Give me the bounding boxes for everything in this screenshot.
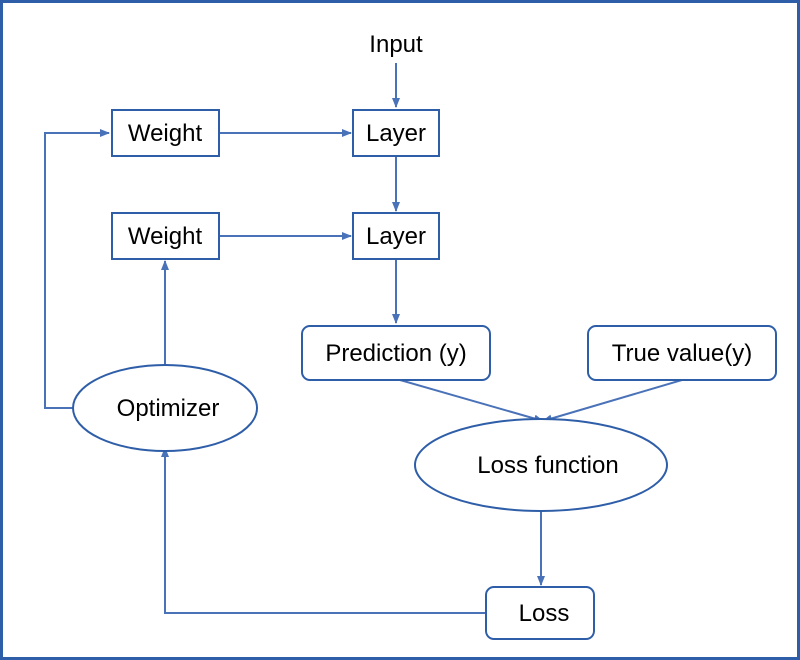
node-layer-2: Layer [352,212,440,260]
node-optimizer-label: Optimizer [117,395,220,422]
node-input: Input [369,31,423,58]
edges [44,63,683,614]
edge-optimizer-to-weight-1 [44,129,110,409]
node-prediction: Prediction (y) [301,325,491,381]
node-weight-2: Weight [111,212,220,260]
node-layer-2-label: Layer [366,223,426,250]
node-layer-1-label: Layer [366,120,426,147]
edge-true-value-to-loss-function [542,379,683,423]
node-true-value: True value(y) [587,325,777,381]
node-loss: Loss [485,586,595,640]
node-optimizer: Optimizer [72,364,258,452]
edge-loss-to-optimizer [161,447,486,614]
edge-prediction-to-loss-function [399,379,544,423]
node-weight-1-label: Weight [128,120,203,147]
node-layer-1: Layer [352,109,440,157]
node-weight-2-label: Weight [128,223,203,250]
node-true-value-label: True value(y) [612,340,752,367]
node-loss-label: Loss [519,600,570,627]
node-weight-1: Weight [111,109,220,157]
node-loss-function-label: Loss function [477,452,618,479]
node-prediction-label: Prediction (y) [325,340,466,367]
node-loss-function: Loss function [414,418,668,512]
